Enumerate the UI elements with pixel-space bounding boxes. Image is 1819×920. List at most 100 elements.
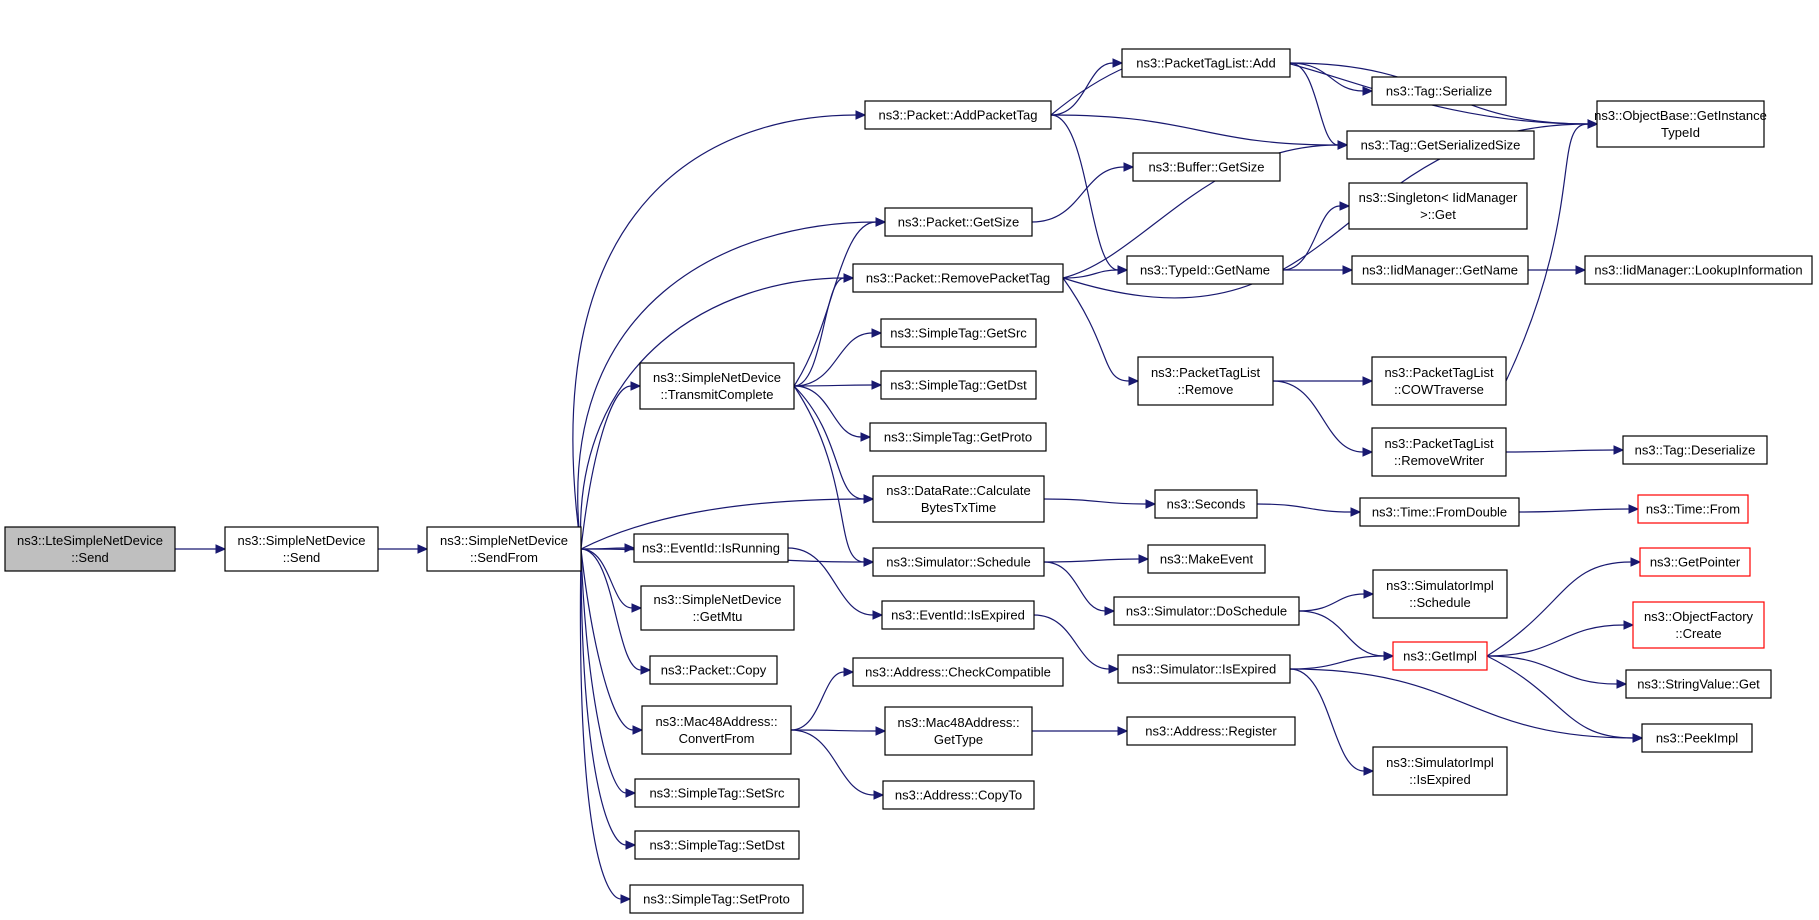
edge-sendfrom-to-convertfrom: [580, 548, 634, 731]
node-label: ns3::Tag::GetSerializedSize: [1361, 138, 1521, 153]
node-box: [882, 780, 1035, 810]
node-box: [1637, 494, 1749, 524]
node-time_from[interactable]: ns3::Time::From: [1637, 494, 1749, 524]
node-label: BytesTxTime: [921, 500, 996, 515]
node-getproto[interactable]: ns3::SimpleTag::GetProto: [869, 422, 1047, 452]
node-objectfactory[interactable]: ns3::ObjectFactory::Create: [1632, 601, 1765, 649]
edge-schedule-to-makeevent: [1043, 558, 1140, 563]
edge-sendfrom-to-copy: [580, 548, 642, 671]
node-box: [881, 600, 1035, 630]
node-label: ns3::Seconds: [1167, 497, 1246, 512]
edge-sim_isexpired-to-peekimpl: [1289, 668, 1634, 739]
node-label: ns3::SimpleTag::SetDst: [649, 838, 785, 853]
edge-convertfrom-to-mac48_gettype: [790, 729, 877, 732]
node-isrunning[interactable]: ns3::EventId::IsRunning: [633, 533, 789, 563]
function-nodes: ns3::LteSimpleNetDevice::Sendns3::Simple…: [4, 48, 1813, 914]
node-getimpl[interactable]: ns3::GetImpl: [1392, 641, 1488, 671]
arrowhead-sendfrom-to-getmtu: [631, 603, 643, 613]
edge-sendfrom-to-addpackettag: [572, 114, 857, 550]
node-box: [640, 585, 795, 631]
node-label: ns3::Time::FromDouble: [1372, 505, 1507, 520]
node-copy[interactable]: ns3::Packet::Copy: [649, 655, 778, 685]
arrowhead-ptl_removewriter-to-tag_deserialize: [1613, 445, 1625, 455]
node-isexpired_ev[interactable]: ns3::EventId::IsExpired: [881, 600, 1035, 630]
node-setdst[interactable]: ns3::SimpleTag::SetDst: [634, 830, 800, 860]
node-sendfrom[interactable]: ns3::SimpleNetDevice::SendFrom: [426, 526, 582, 572]
node-getdst[interactable]: ns3::SimpleTag::GetDst: [880, 370, 1037, 400]
node-simimpl_isexpired[interactable]: ns3::SimulatorImpl::IsExpired: [1372, 746, 1508, 796]
node-seconds[interactable]: ns3::Seconds: [1154, 489, 1258, 519]
node-setproto[interactable]: ns3::SimpleTag::SetProto: [629, 884, 804, 914]
edge-schedule-to-doschedule: [1043, 561, 1106, 612]
node-box: [1639, 547, 1751, 577]
node-ptl_removewriter[interactable]: ns3::PacketTagList::RemoveWriter: [1371, 427, 1507, 477]
node-ptl_add[interactable]: ns3::PacketTagList::Add: [1121, 48, 1291, 78]
node-makeevent[interactable]: ns3::MakeEvent: [1147, 544, 1266, 574]
node-checkcompatible[interactable]: ns3::Address::CheckCompatible: [852, 657, 1064, 687]
node-root[interactable]: ns3::LteSimpleNetDevice::Send: [4, 526, 176, 572]
node-tag_deserialize[interactable]: ns3::Tag::Deserialize: [1622, 435, 1768, 465]
node-box: [633, 533, 789, 563]
node-stringvalue[interactable]: ns3::StringValue::Get: [1625, 669, 1772, 699]
edge-sendfrom-to-removepackettag: [579, 277, 845, 550]
node-setsrc[interactable]: ns3::SimpleTag::SetSrc: [634, 778, 800, 808]
node-box: [1359, 497, 1520, 527]
node-box: [1371, 427, 1507, 477]
node-iid_lookup[interactable]: ns3::IidManager::LookupInformation: [1584, 255, 1813, 285]
arrowhead-typeid_getname-to-singleton: [1339, 201, 1351, 211]
node-box: [869, 422, 1047, 452]
node-ptl_cow[interactable]: ns3::PacketTagList::COWTraverse: [1371, 356, 1507, 406]
node-ptl_remove[interactable]: ns3::PacketTagList::Remove: [1137, 356, 1274, 406]
arrowhead-convertfrom-to-checkcompatible: [843, 667, 855, 677]
edge-ptl_removewriter-to-tag_deserialize: [1505, 449, 1615, 453]
node-singleton[interactable]: ns3::Singleton< IidManager>::Get: [1348, 182, 1528, 230]
node-label: GetType: [934, 732, 983, 747]
node-box: [852, 657, 1064, 687]
arrowhead-addpackettag-to-ptl_add: [1112, 58, 1124, 68]
edge-sendfrom-to-isrunning: [580, 547, 626, 550]
edge-transmitcomplete-to-getdst: [793, 384, 873, 387]
edge-doschedule-to-simimpl_schedule: [1298, 593, 1365, 612]
node-getsize[interactable]: ns3::Packet::GetSize: [884, 207, 1033, 237]
call-edges: [175, 50, 1644, 904]
node-convertfrom[interactable]: ns3::Mac48Address::ConvertFrom: [641, 705, 792, 755]
node-label: ns3::SimpleTag::SetProto: [643, 892, 790, 907]
node-mac48_gettype[interactable]: ns3::Mac48Address::GetType: [884, 706, 1033, 756]
node-tag_getserializedsize[interactable]: ns3::Tag::GetSerializedSize: [1346, 130, 1535, 160]
node-simimpl_schedule[interactable]: ns3::SimulatorImpl::Schedule: [1372, 569, 1508, 619]
node-transmitcomplete[interactable]: ns3::SimpleNetDevice::TransmitComplete: [639, 362, 795, 410]
node-getmtu[interactable]: ns3::SimpleNetDevice::GetMtu: [640, 585, 795, 631]
node-snd_send[interactable]: ns3::SimpleNetDevice::Send: [224, 526, 379, 572]
node-label: ns3::ObjectFactory: [1644, 609, 1754, 624]
arrowhead-calculate-to-seconds: [1145, 499, 1157, 509]
arrowhead-ptl_remove-to-ptl_removewriter: [1362, 447, 1374, 457]
node-box: [1126, 716, 1296, 746]
arrowhead-sendfrom-to-transmitcomplete: [630, 381, 642, 391]
node-peekimpl[interactable]: ns3::PeekImpl: [1641, 723, 1753, 753]
node-getpointer[interactable]: ns3::GetPointer: [1639, 547, 1751, 577]
node-address_register[interactable]: ns3::Address::Register: [1126, 716, 1296, 746]
node-sim_isexpired[interactable]: ns3::Simulator::IsExpired: [1117, 654, 1291, 684]
node-label: ns3::Singleton< IidManager: [1359, 190, 1518, 205]
node-label: ::Create: [1675, 626, 1721, 641]
edge-getsize-to-buffer_getsize: [1031, 166, 1125, 223]
node-schedule[interactable]: ns3::Simulator::Schedule: [872, 547, 1045, 577]
node-label: ns3::Packet::Copy: [661, 663, 767, 678]
node-label: ns3::SimulatorImpl: [1386, 578, 1494, 593]
edge-sendfrom-to-calculate: [580, 498, 865, 550]
node-label: ::IsExpired: [1409, 772, 1470, 787]
node-addpackettag[interactable]: ns3::Packet::AddPacketTag: [864, 100, 1052, 130]
node-removepackettag[interactable]: ns3::Packet::RemovePacketTag: [852, 263, 1064, 293]
node-tag_serialize[interactable]: ns3::Tag::Serialize: [1371, 76, 1507, 106]
node-fromdouble[interactable]: ns3::Time::FromDouble: [1359, 497, 1520, 527]
arrowhead-sendfrom-to-copy: [640, 665, 652, 675]
node-typeid_getname[interactable]: ns3::TypeId::GetName: [1126, 255, 1284, 285]
node-doschedule[interactable]: ns3::Simulator::DoSchedule: [1113, 596, 1300, 626]
node-getsrc[interactable]: ns3::SimpleTag::GetSrc: [880, 318, 1037, 348]
node-address_copyto[interactable]: ns3::Address::CopyTo: [882, 780, 1035, 810]
node-iid_getname[interactable]: ns3::IidManager::GetName: [1351, 255, 1529, 285]
node-label: ns3::GetImpl: [1403, 649, 1477, 664]
node-buffer_getsize[interactable]: ns3::Buffer::GetSize: [1132, 152, 1281, 182]
